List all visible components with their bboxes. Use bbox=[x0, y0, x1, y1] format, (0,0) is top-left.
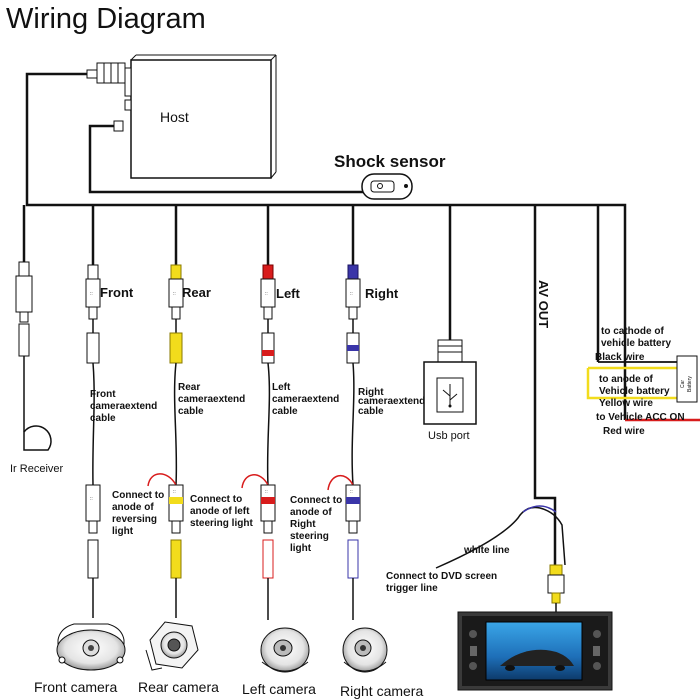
battery-label-line1: Car bbox=[680, 380, 686, 388]
right-note-line5: light bbox=[290, 543, 312, 554]
svg-text:::: :: bbox=[173, 291, 176, 297]
right-camera-icon bbox=[342, 627, 388, 673]
black-wire-label: Black wire bbox=[595, 352, 645, 363]
left-label: Left bbox=[276, 286, 301, 301]
rear-note-line4: light bbox=[112, 526, 134, 537]
anode-line2: Vehicle battery bbox=[599, 386, 670, 397]
rear-note-line3: reversing bbox=[112, 514, 157, 525]
left-extend-line3: cable bbox=[272, 406, 298, 417]
acc-label: to Vehicle ACC ON bbox=[596, 412, 685, 423]
svg-text:::: :: bbox=[173, 489, 176, 495]
diagram-title: Wiring Diagram bbox=[6, 3, 206, 35]
left-camera-label: Left camera bbox=[242, 681, 316, 697]
red-wire-label: Red wire bbox=[603, 426, 645, 437]
battery-label-line2: Battery bbox=[687, 376, 693, 392]
shock-sensor-label: Shock sensor bbox=[334, 152, 446, 171]
white-line-label: white line bbox=[463, 545, 510, 556]
shock-sensor: Shock sensor bbox=[334, 152, 446, 200]
av-out-plug bbox=[547, 564, 565, 612]
trigger-line1: Connect to DVD screen bbox=[386, 571, 497, 582]
front-label: Front bbox=[100, 285, 134, 300]
ir-receiver: Ir Receiver bbox=[10, 261, 64, 475]
left-note-line1: Connect to bbox=[190, 494, 242, 505]
right-note-line1: Connect to bbox=[290, 495, 342, 506]
rear-extend-line1: Rear bbox=[178, 382, 200, 393]
usb-port: Usb port bbox=[423, 339, 477, 442]
right-note-line4: steering bbox=[290, 531, 329, 542]
rear-camera-icon bbox=[145, 621, 199, 671]
usb-port-label: Usb port bbox=[428, 430, 470, 442]
host-label: Host bbox=[160, 109, 189, 125]
power-wiring: Car Battery to cathode of vehicle batter… bbox=[586, 326, 700, 437]
host-connector bbox=[86, 62, 126, 84]
branch-left: :: :: Left Left cameraextend cable Conne… bbox=[190, 264, 339, 697]
svg-text:::: :: bbox=[350, 489, 353, 495]
left-note-line2: anode of left bbox=[190, 506, 250, 517]
left-note-line3: steering light bbox=[190, 518, 253, 529]
right-note-line3: Right bbox=[290, 519, 316, 530]
right-camera-label: Right camera bbox=[340, 683, 423, 699]
right-extend-line2: cameraextend bbox=[358, 396, 425, 407]
ir-receiver-label: Ir Receiver bbox=[10, 463, 64, 475]
front-camera-icon bbox=[56, 623, 126, 671]
branch-rear: :: :: Rear Rear cameraextend cable Conne… bbox=[112, 264, 245, 695]
front-extend-line3: cable bbox=[90, 413, 116, 424]
front-camera-label: Front camera bbox=[34, 679, 117, 695]
anode-line1: to anode of bbox=[599, 374, 654, 385]
right-extend-line3: cable bbox=[358, 406, 384, 417]
right-note-line2: anode of bbox=[290, 507, 332, 518]
av-out-label: AV OUT bbox=[536, 280, 551, 328]
svg-text:::: :: bbox=[90, 496, 93, 502]
rear-note-line2: anode of bbox=[112, 502, 154, 513]
cathode-line1: to cathode of bbox=[601, 326, 664, 337]
branch-right: :: :: Right Right cameraextend cable Con… bbox=[290, 264, 425, 699]
left-camera-icon bbox=[260, 627, 310, 673]
dvd-trigger: white line Connect to DVD screen trigger… bbox=[386, 505, 566, 594]
svg-text:::: :: bbox=[350, 291, 353, 297]
rear-note-line1: Connect to bbox=[112, 490, 164, 501]
trigger-line2: trigger line bbox=[386, 583, 438, 594]
rear-extend-line3: cable bbox=[178, 406, 204, 417]
svg-text:::: :: bbox=[265, 291, 268, 297]
cathode-line2: vehicle battery bbox=[601, 338, 671, 349]
branch-front: :: :: Front Front cameraextend cable Fro… bbox=[34, 264, 157, 695]
main-bus bbox=[22, 72, 627, 565]
rear-label: Rear bbox=[182, 285, 211, 300]
right-extend-line1: Right bbox=[358, 387, 384, 398]
front-extend-line2: cameraextend bbox=[90, 401, 157, 412]
left-extend-line2: cameraextend bbox=[272, 394, 339, 405]
rear-camera-label: Rear camera bbox=[138, 679, 219, 695]
front-extend-line1: Front bbox=[90, 389, 116, 400]
host-aux-plug bbox=[113, 120, 124, 132]
rear-extend-line2: cameraextend bbox=[178, 394, 245, 405]
dvd-head-unit bbox=[457, 611, 613, 691]
svg-text:::: :: bbox=[90, 291, 93, 297]
yellow-wire-label: Yellow wire bbox=[599, 398, 653, 409]
host-unit: Host bbox=[124, 54, 277, 179]
right-label: Right bbox=[365, 286, 399, 301]
left-extend-line1: Left bbox=[272, 382, 291, 393]
svg-text:::: :: bbox=[265, 489, 268, 495]
